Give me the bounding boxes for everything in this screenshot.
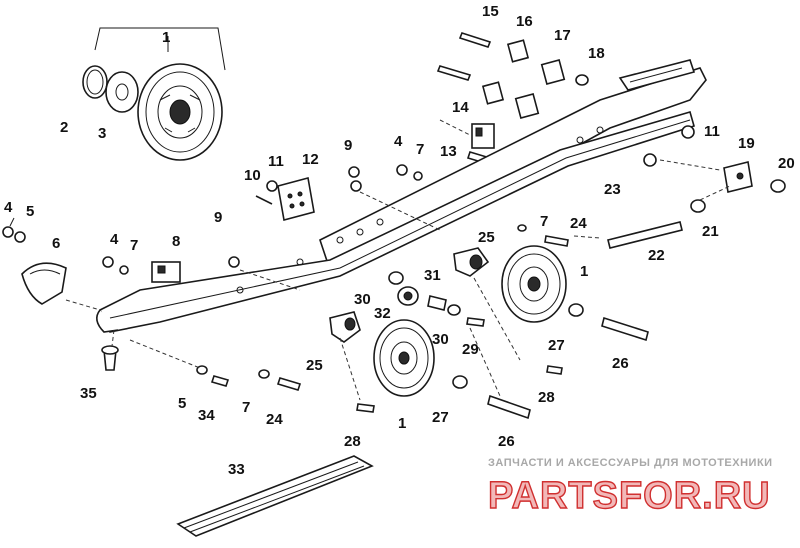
callout-23: 23	[604, 181, 621, 198]
rear-wheel-group	[453, 245, 649, 375]
callout-26-rear: 26	[612, 355, 629, 372]
callout-29: 29	[462, 341, 479, 358]
callout-32: 32	[374, 305, 391, 322]
callout-26-center: 26	[498, 433, 515, 450]
callout-9-upper: 9	[344, 137, 352, 154]
callout-3: 3	[98, 125, 106, 142]
right-hardware	[517, 125, 786, 249]
callout-19: 19	[738, 135, 755, 152]
callout-27-center: 27	[432, 409, 449, 426]
callout-1-rear: 1	[580, 263, 588, 280]
watermark-tagline: ЗАПЧАСТИ И АКСЕССУАРЫ ДЛЯ МОТОТЕХНИКИ	[488, 457, 773, 469]
watermark-brand: PARTSFOR.RU	[488, 475, 771, 517]
callout-25-right: 25	[478, 229, 495, 246]
callout-7-bottom: 7	[242, 399, 250, 416]
callout-7-right: 7	[540, 213, 548, 230]
washer	[105, 71, 139, 113]
callout-21: 21	[702, 223, 719, 240]
callout-9-lower: 9	[214, 209, 222, 226]
center-wheel-group	[329, 271, 531, 420]
callout-6: 6	[52, 235, 60, 252]
callout-25-center: 25	[306, 357, 323, 374]
callout-24-right: 24	[570, 215, 587, 232]
callout-8: 8	[172, 233, 180, 250]
callout-34: 34	[198, 407, 215, 424]
callout-2: 2	[60, 119, 68, 136]
callout-7-lower: 7	[130, 237, 138, 254]
callout-10: 10	[244, 167, 261, 184]
callout-17: 17	[554, 27, 571, 44]
callout-15: 15	[482, 3, 499, 20]
callout-20: 20	[778, 155, 795, 172]
callout-24-bottom: 24	[266, 411, 283, 428]
callout-11-left: 11	[268, 153, 284, 170]
top-wheel-group	[82, 27, 226, 161]
callout-7-mid: 7	[416, 141, 424, 158]
callout-28-rear: 28	[538, 389, 555, 406]
callout-28-center: 28	[344, 433, 361, 450]
watermark: ЗАПЧАСТИ И АКСЕССУАРЫ ДЛЯ МОТОТЕХНИКИ PA…	[487, 457, 773, 518]
suspension-rails	[96, 59, 707, 333]
callout-12: 12	[302, 151, 319, 168]
callout-22: 22	[648, 247, 665, 264]
callout-18: 18	[588, 45, 605, 62]
callout-27-rear: 27	[548, 337, 565, 354]
wear-strip	[176, 455, 374, 537]
callout-30-upper: 30	[354, 291, 371, 308]
left-hardware	[2, 164, 423, 391]
callout-13: 13	[440, 143, 457, 160]
callout-14: 14	[452, 99, 469, 116]
callout-31: 31	[424, 267, 441, 284]
callout-1-top: 1	[162, 29, 170, 46]
callout-1-center: 1	[398, 415, 406, 432]
callout-35: 35	[80, 385, 97, 402]
callout-labels: 1 2 3 15 16 17 18 14 13 4 7 9 10 11 12 1…	[4, 3, 795, 478]
callout-5-left: 5	[26, 203, 34, 220]
callout-4-mid: 4	[394, 133, 403, 150]
callout-11-right: 11	[704, 123, 720, 140]
leader-lines	[9, 36, 731, 401]
callout-4-left: 4	[4, 199, 13, 216]
callout-30-lower: 30	[432, 331, 449, 348]
callout-33: 33	[228, 461, 245, 478]
callout-16: 16	[516, 13, 533, 30]
callout-4-lower: 4	[110, 231, 119, 248]
callout-5-bottom: 5	[178, 395, 186, 412]
